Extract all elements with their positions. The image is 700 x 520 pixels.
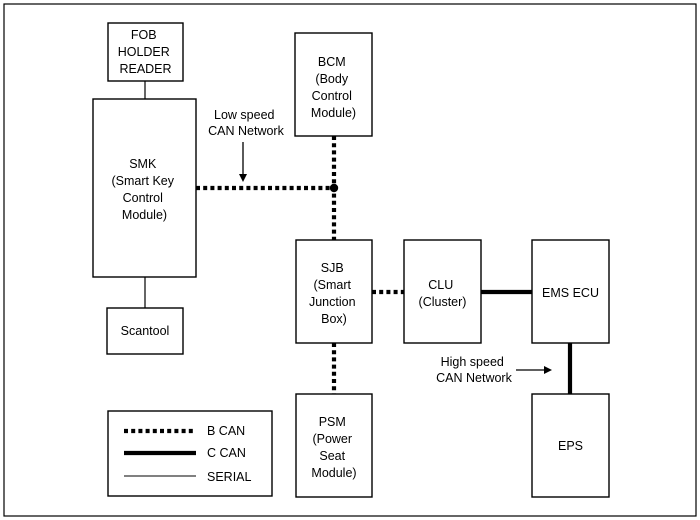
sjb-box: SJB (Smart Junction Box) [295,239,373,344]
scantool-label: Scantool [121,324,170,338]
bcm-box: BCM (Body Control Module) [294,32,373,137]
sjb-label-line-1: SJB [321,261,344,275]
svg-text:PSM (Power Seat: PSM (Power Seat Module) [311,415,356,480]
bcm-label-line-4: Module) [311,106,356,120]
scantool-box: Scantool [106,307,184,355]
psm-label-line-3: Seat [319,449,345,463]
sjb-label-line-3: Junction [309,295,356,309]
clu-label-line-1: CLU [428,278,453,292]
svg-text:CLU (Cluster): CLU (Cluster) [419,278,467,309]
svg-text:Scantool: Scantool [121,324,170,338]
psm-label-line-2: (Power [312,432,352,446]
clu-label-line-2: (Cluster) [419,295,467,309]
legend: B CAN C CAN SERIAL [107,410,273,497]
bcm-label-line-2: (Body [315,72,348,86]
low-speed-line-1: Low speed [214,108,275,122]
low-speed-line-2: CAN Network [208,124,284,138]
svg-text:EMS ECU: EMS ECU [542,286,599,300]
sjb-label-line-2: (Smart [314,278,352,292]
low-speed-annotation: Low speed CAN Network [208,108,284,138]
legend-serial-label: SERIAL [207,470,252,484]
psm-label-line-4: Module) [311,466,356,480]
svg-text:SJB (Smart Junctio: SJB (Smart Junction Box) [309,261,359,326]
bcm-label-line-1: BCM [318,55,346,69]
diagram-border [3,3,697,517]
high-speed-line-2: CAN Network [436,371,512,385]
high-speed-annotation: High speed CAN Network [436,355,512,385]
smk-label-line-2: (Smart Key [112,174,175,188]
psm-box: PSM (Power Seat Module) [295,393,373,498]
svg-text:SMK (Smart Key Con: SMK (Smart Key Control Module) [112,157,178,222]
smk-label-line-4: Module) [122,208,167,222]
smk-label-line-1: SMK [129,157,157,171]
fob-holder-reader-box: FOB HOLDER READER [107,22,184,82]
ems-ecu-label: EMS ECU [542,286,599,300]
smk-label-line-3: Control [123,191,163,205]
fob-label-line-1: FOB [131,28,157,42]
smk-box: SMK (Smart Key Control Module) [92,98,197,278]
bcm-label-line-3: Control [312,89,352,103]
legend-ccan-label: C CAN [207,446,246,460]
svg-text:BCM (Body Control: BCM (Body Control Module) [311,55,356,120]
ems-ecu-box: EMS ECU [531,239,610,344]
fob-label-line-3: READER [119,62,171,76]
eps-box: EPS [531,393,610,498]
psm-label-line-1: PSM [319,415,346,429]
bcan-junction-dot [329,183,339,193]
eps-label: EPS [558,439,583,453]
fob-label-line-2: HOLDER [118,45,170,59]
svg-text:EPS: EPS [558,439,583,453]
sjb-label-line-4: Box) [321,312,347,326]
clu-box: CLU (Cluster) [403,239,482,344]
high-speed-line-1: High speed [441,355,504,369]
legend-bcan-label: B CAN [207,424,245,438]
svg-text:FOB HOLDER READER: FOB HOLDER READER [118,28,174,76]
